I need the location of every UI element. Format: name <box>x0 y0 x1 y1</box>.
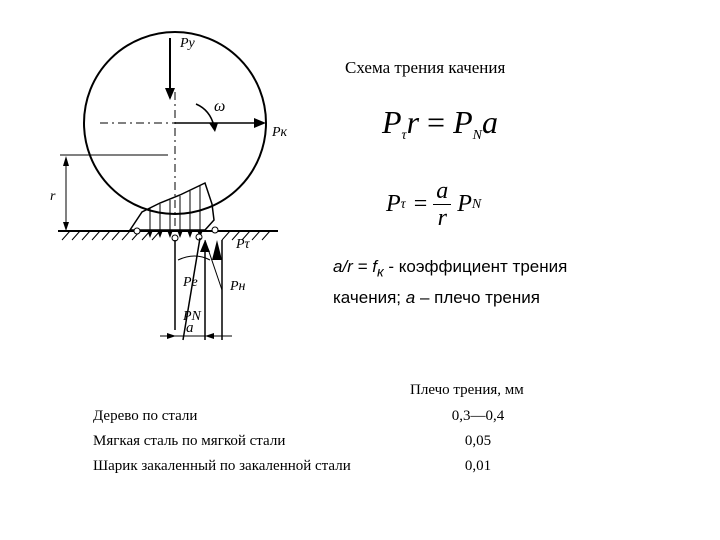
pressure-distribution <box>128 181 215 231</box>
label-omega: ω <box>214 98 225 115</box>
friction-arm-table: Дерево по стали 0,3—0,4 Мягкая сталь по … <box>93 404 533 479</box>
label-pN: PN <box>182 309 202 324</box>
pressure-arrows <box>149 186 201 236</box>
label-a: a <box>186 320 194 336</box>
label-py: Py <box>179 36 196 51</box>
label-pk: Pк <box>271 125 288 140</box>
label-pn: Pн <box>229 279 246 294</box>
label-pe: Pe <box>182 275 198 290</box>
formula-torque: Pτr = PNa <box>382 104 498 143</box>
table-header: Плечо трения, мм <box>410 382 524 398</box>
label-r: r <box>50 189 56 204</box>
ground-hatching <box>61 230 271 241</box>
table-row: Дерево по стали 0,3—0,4 <box>93 408 505 424</box>
fraction-a-over-r: a r <box>433 178 452 231</box>
rolling-friction-diagram: Py ω Pк r Pτ Pe Pн PN <box>50 31 288 341</box>
pe-line <box>182 237 201 341</box>
table-row: Мягкая сталь по мягкой стали 0,05 <box>93 433 492 449</box>
label-ptau: Pτ <box>235 237 251 252</box>
table-row: Шарик закаленный по закаленной стали 0,0… <box>93 458 492 474</box>
page-title: Схема трения качения <box>345 58 506 77</box>
coefficient-description: a/r = fк - коэффициент трения качения; a… <box>333 257 568 308</box>
